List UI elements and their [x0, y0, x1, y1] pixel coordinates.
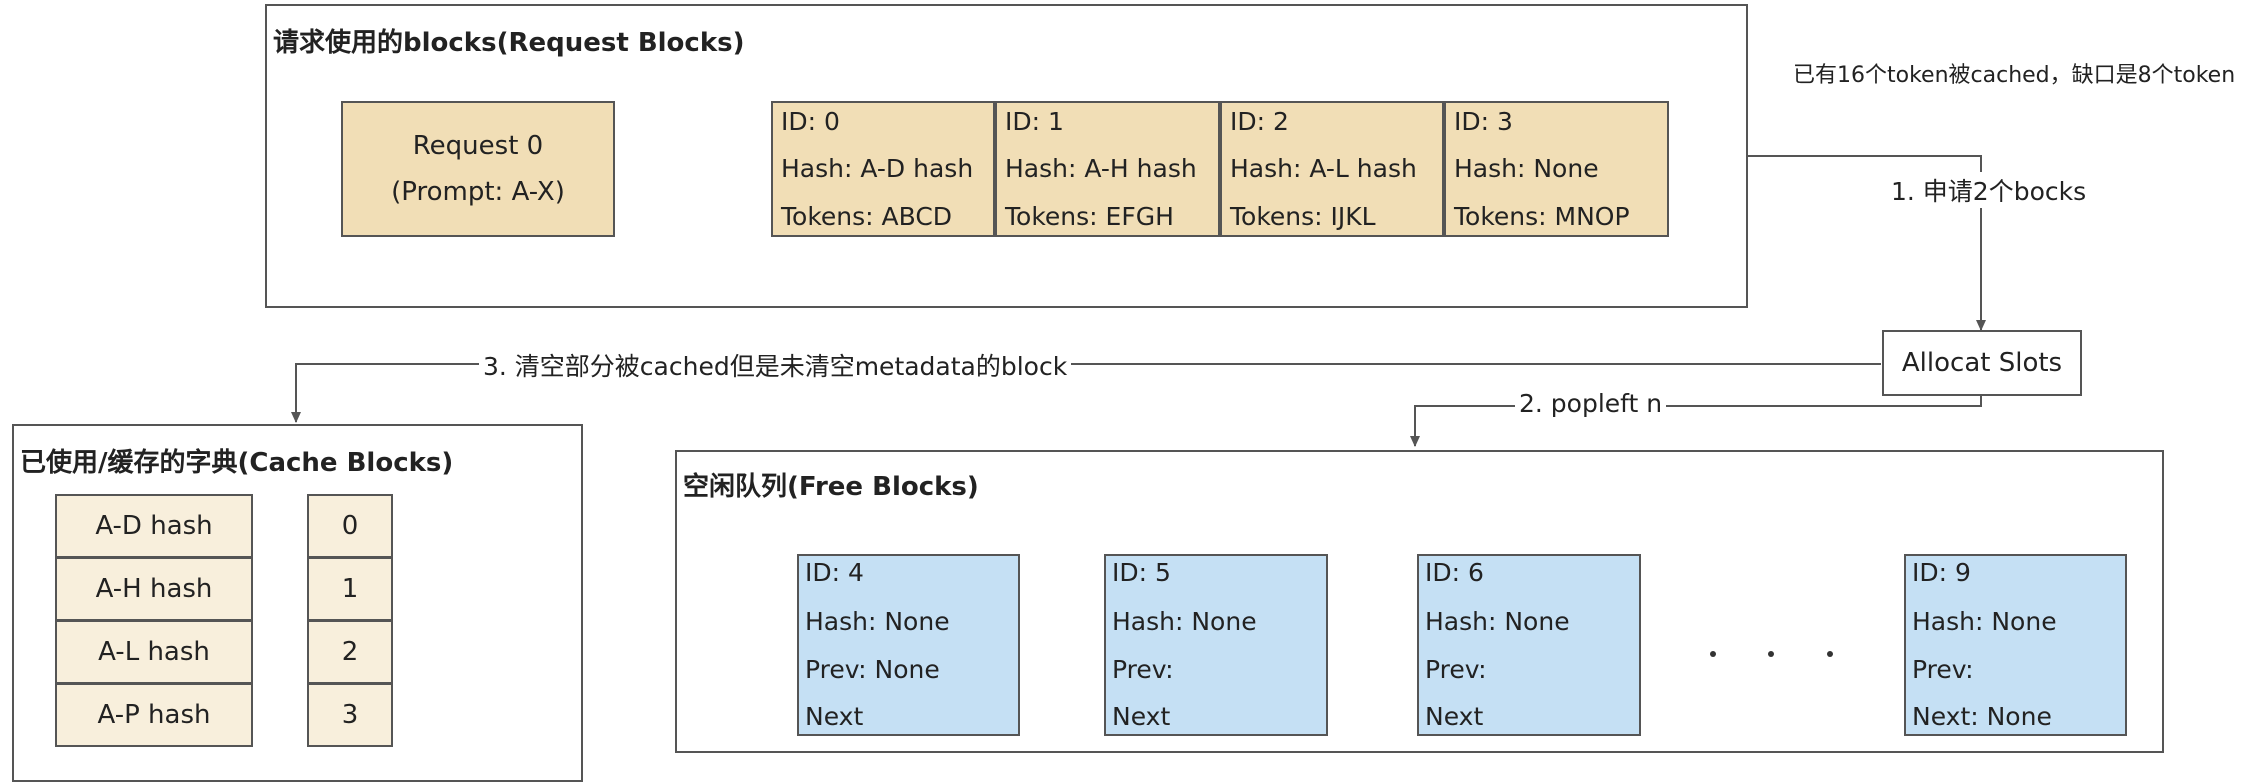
block-tokens: Tokens: ABCD [781, 202, 953, 231]
free-block-9: ID: 9 Hash: None Prev: Next: None [1904, 554, 2127, 736]
cache-value: 1 [341, 574, 359, 604]
cache-key: A-D hash [95, 511, 213, 541]
step2-label: 2. popleft n [1515, 389, 1667, 418]
cache-value-cell: 3 [307, 683, 393, 747]
block-prev: Prev: [1425, 655, 1487, 684]
ellipsis-dot [1768, 651, 1774, 657]
block-id: ID: 4 [805, 558, 864, 587]
block-tokens: Tokens: EFGH [1005, 202, 1174, 231]
step1-arrow [1747, 155, 1986, 331]
cache-key-cell: A-H hash [55, 557, 253, 621]
block-hash: Hash: None [1912, 607, 2057, 636]
cache-value: 3 [341, 700, 359, 730]
request-prompt: (Prompt: A-X) [391, 177, 565, 207]
cache-blocks-title: 已使用/缓存的字典(Cache Blocks) [20, 448, 454, 478]
cache-key-cell: A-P hash [55, 683, 253, 747]
block-hash: Hash: A-H hash [1005, 154, 1197, 183]
block-id: ID: 5 [1112, 558, 1171, 587]
allocate-slots-box: Allocat Slots [1882, 330, 2082, 396]
block-id: ID: 2 [1230, 107, 1289, 136]
ellipsis-dot [1827, 651, 1833, 657]
step1-label: 1. 申请2个bocks [1887, 172, 2091, 208]
block-next: Next [1425, 702, 1484, 731]
cache-value-cell: 2 [307, 620, 393, 684]
step3-arrow [291, 363, 1881, 423]
cache-value: 2 [341, 637, 359, 667]
block-hash: Hash: A-D hash [781, 154, 974, 183]
request-box: Request 0 (Prompt: A-X) [341, 101, 615, 237]
block-hash: Hash: None [1454, 154, 1599, 183]
block-tokens: Tokens: MNOP [1454, 202, 1630, 231]
cache-key: A-P hash [97, 700, 211, 730]
block-next: Next [805, 702, 864, 731]
block-prev: Prev: [1912, 655, 1974, 684]
block-next: Next [1112, 702, 1171, 731]
request-name: Request 0 [412, 131, 544, 161]
cache-key-cell: A-D hash [55, 494, 253, 558]
step2-arrow [1410, 395, 1982, 447]
block-tokens: Tokens: IJKL [1230, 202, 1376, 231]
free-block-4: ID: 4 Hash: None Prev: None Next [797, 554, 1020, 736]
request-blocks-title: 请求使用的blocks(Request Blocks) [273, 28, 745, 58]
cache-value-cell: 0 [307, 494, 393, 558]
cache-value: 0 [341, 511, 359, 541]
cache-gap-note: 已有16个token被cached，缺口是8个token [1793, 63, 2236, 88]
block-id: ID: 1 [1005, 107, 1064, 136]
block-prev: Prev: [1112, 655, 1174, 684]
request-block-0: ID: 0 Hash: A-D hash Tokens: ABCD [771, 101, 995, 237]
request-block-3: ID: 3 Hash: None Tokens: MNOP [1444, 101, 1669, 237]
free-block-6: ID: 6 Hash: None Prev: Next [1417, 554, 1641, 736]
request-block-2: ID: 2 Hash: A-L hash Tokens: IJKL [1220, 101, 1444, 237]
cache-key-cell: A-L hash [55, 620, 253, 684]
block-prev: Prev: None [805, 655, 940, 684]
request-block-1: ID: 1 Hash: A-H hash Tokens: EFGH [995, 101, 1220, 237]
allocate-slots-label: Allocat Slots [1901, 348, 2063, 378]
block-hash: Hash: A-L hash [1230, 154, 1417, 183]
free-blocks-title: 空闲队列(Free Blocks) [683, 472, 979, 502]
step3-label: 3. 清空部分被cached但是未清空metadata的block [479, 347, 1072, 383]
ellipsis-dot [1710, 651, 1716, 657]
block-id: ID: 6 [1425, 558, 1484, 587]
free-block-5: ID: 5 Hash: None Prev: Next [1104, 554, 1328, 736]
block-id: ID: 3 [1454, 107, 1513, 136]
block-hash: Hash: None [1425, 607, 1570, 636]
cache-value-cell: 1 [307, 557, 393, 621]
block-hash: Hash: None [1112, 607, 1257, 636]
block-next: Next: None [1912, 702, 2052, 731]
cache-key: A-H hash [95, 574, 213, 604]
block-id: ID: 9 [1912, 558, 1971, 587]
block-hash: Hash: None [805, 607, 950, 636]
cache-key: A-L hash [98, 637, 210, 667]
block-id: ID: 0 [781, 107, 840, 136]
